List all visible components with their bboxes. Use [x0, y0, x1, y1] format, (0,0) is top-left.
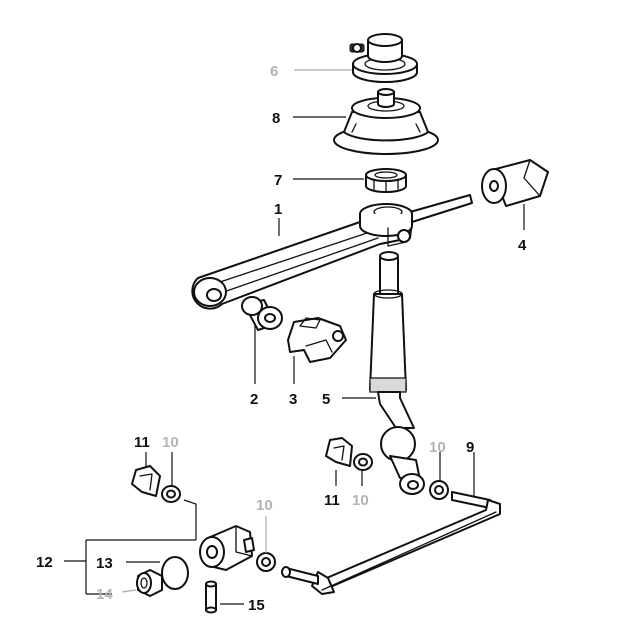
part-8-rubber-boot: [333, 88, 439, 155]
callout-14: 14: [96, 586, 113, 603]
callout-5: 5: [322, 391, 330, 408]
part-9-selector-shaft: [281, 491, 501, 595]
part-1-shift-lever-arm: [191, 194, 473, 310]
callout-13: 13: [96, 555, 113, 572]
part-11-clip-left: [131, 465, 161, 497]
part-2-rubber-mount: [241, 296, 283, 331]
part-14-bushing: [136, 569, 163, 597]
callout-1: 1: [274, 201, 282, 218]
part-10-washer-right-b: [429, 480, 449, 500]
part-15-pin: [205, 580, 217, 614]
callout-11-left: 11: [134, 434, 150, 451]
leader-lines: [64, 69, 525, 605]
callout-2: 2: [250, 391, 258, 408]
part-11-clip-right: [325, 437, 353, 467]
callout-12: 12: [36, 554, 53, 571]
callout-10-left-b: 10: [256, 497, 273, 514]
callout-7: 7: [274, 172, 282, 189]
leader-12: [64, 499, 197, 595]
part-7-bushing: [365, 168, 407, 193]
part-10-washer-left-b: [256, 552, 276, 572]
part-10-washer-right-a: [353, 453, 373, 471]
part-10-washer-left-a: [161, 485, 181, 503]
callout-4: 4: [518, 237, 527, 254]
part-6-clamp-ring: [349, 33, 418, 83]
leader-14: [121, 589, 137, 593]
part-13-o-ring: [161, 556, 189, 590]
callout-11-right: 11: [324, 492, 340, 509]
callout-8: 8: [272, 110, 280, 127]
part-12-shift-joint: [199, 525, 255, 571]
callout-6: 6: [270, 63, 278, 80]
part-3-holder-bracket: [287, 317, 347, 363]
callout-10-right-b: 10: [429, 439, 446, 456]
callout-3: 3: [289, 391, 297, 408]
callout-10-left-a: 10: [162, 434, 179, 451]
part-5-selector-rod: [369, 251, 425, 495]
callout-15: 15: [248, 597, 265, 614]
callout-10-right-a: 10: [352, 492, 369, 509]
callout-9: 9: [466, 439, 474, 456]
callout-labels: 6 8 7 1 4 2 3 5 11 10 10 9 11 10 10 12 1…: [36, 63, 527, 614]
part-4-end-bushing: [481, 159, 549, 207]
